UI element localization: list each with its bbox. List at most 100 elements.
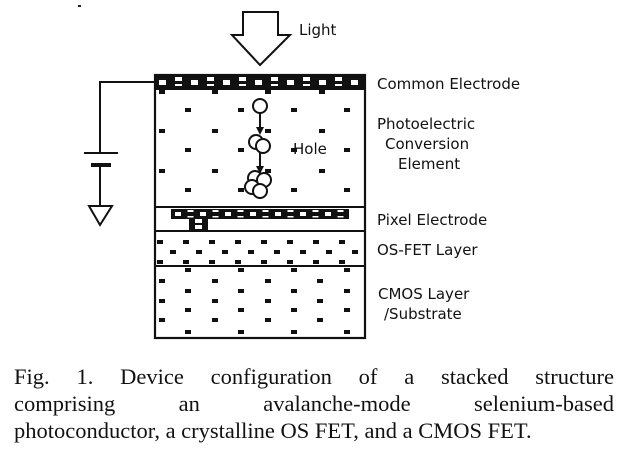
dot <box>344 308 350 312</box>
layer-labels: Common Electrode Photoelectric Conversio… <box>377 75 520 323</box>
dot <box>170 250 176 254</box>
dot <box>209 240 215 244</box>
dot <box>319 129 325 133</box>
dot <box>265 90 271 94</box>
photoelectric-dots <box>159 90 350 192</box>
ground-icon <box>87 205 114 227</box>
dot <box>159 279 165 283</box>
dot <box>291 188 297 192</box>
dot <box>238 308 244 312</box>
pixel-electrode <box>171 209 349 231</box>
dot <box>317 318 323 322</box>
electrode-pad <box>239 84 246 86</box>
electrode-pad <box>303 84 310 86</box>
dot <box>185 188 191 192</box>
dot <box>159 169 165 173</box>
hole-icon <box>252 98 268 114</box>
dot <box>183 240 189 244</box>
hole-label: Hole <box>293 140 327 158</box>
dot <box>185 330 191 334</box>
label-pixel-electrode: Pixel Electrode <box>377 211 487 229</box>
electrode-pad <box>303 77 310 81</box>
dot <box>185 289 191 293</box>
dot <box>212 279 218 283</box>
dot <box>339 240 345 244</box>
electrode-pad <box>335 84 342 86</box>
dot <box>212 299 218 303</box>
dot <box>159 90 165 94</box>
electrode-pad <box>255 80 262 85</box>
dot <box>319 90 325 94</box>
electrode-pad <box>337 216 344 218</box>
caption-line-1: Fig. 1. Device configuration of a stacke… <box>14 364 614 389</box>
dot <box>185 108 191 112</box>
label-photoelectric-1: Photoelectric <box>377 115 475 133</box>
dot <box>265 279 271 283</box>
dot <box>291 289 297 293</box>
dot <box>300 250 306 254</box>
dot <box>185 308 191 312</box>
dot <box>344 330 350 334</box>
os-fet-dots <box>157 240 358 264</box>
wire <box>99 81 155 153</box>
dot <box>159 129 165 133</box>
electrode-pad <box>337 210 344 212</box>
dot <box>319 169 325 173</box>
dot <box>344 148 350 152</box>
electrode-pad <box>200 212 206 216</box>
device-diagram: Light Hole <box>78 5 520 340</box>
electrode-pad <box>335 77 342 81</box>
electrode-pad <box>195 219 202 223</box>
electrode-pad <box>159 80 166 85</box>
dot <box>212 90 218 94</box>
dot <box>185 148 191 152</box>
electrode-pad <box>237 210 244 212</box>
dot <box>344 188 350 192</box>
electrode-pad <box>300 212 306 216</box>
electrode-pad <box>207 77 214 81</box>
electrode-pad <box>175 212 181 216</box>
light-label: Light <box>299 21 337 39</box>
hole-icon <box>252 183 268 199</box>
label-cmos-layer: CMOS Layer <box>378 285 470 303</box>
dot <box>235 260 241 264</box>
dot <box>291 330 297 334</box>
dot <box>157 260 163 264</box>
common-electrode <box>155 75 365 90</box>
os-fet-layer <box>155 231 365 266</box>
label-substrate: /Substrate <box>384 305 462 323</box>
dot <box>212 129 218 133</box>
electrode-pad <box>287 216 294 218</box>
dot <box>317 299 323 303</box>
dot <box>287 240 293 244</box>
dot <box>238 268 244 272</box>
label-photoelectric-2: Conversion <box>385 135 469 153</box>
dot <box>326 250 332 254</box>
electrode-pad <box>195 225 202 229</box>
dot <box>159 318 165 322</box>
arrowhead-icon <box>256 127 264 135</box>
dot <box>352 250 358 254</box>
cmos-dots <box>159 268 350 334</box>
electrode-pad <box>207 84 214 86</box>
dot <box>265 299 271 303</box>
electrode-pad <box>262 216 269 218</box>
electrode-pad <box>287 80 294 85</box>
dot <box>248 250 254 254</box>
electrode-pad <box>319 80 326 85</box>
dot <box>291 268 297 272</box>
dot <box>265 318 271 322</box>
electrode-pad <box>271 77 278 81</box>
electrode-pad <box>212 210 219 212</box>
dot <box>344 268 350 272</box>
dot <box>185 268 191 272</box>
dot <box>344 289 350 293</box>
label-photoelectric-3: Element <box>398 155 460 173</box>
dot <box>344 108 350 112</box>
dot <box>196 250 202 254</box>
dot <box>313 240 319 244</box>
bias-circuit <box>84 81 155 227</box>
electrode-pad <box>312 210 319 212</box>
electrode-pad <box>262 210 269 212</box>
dot <box>291 108 297 112</box>
